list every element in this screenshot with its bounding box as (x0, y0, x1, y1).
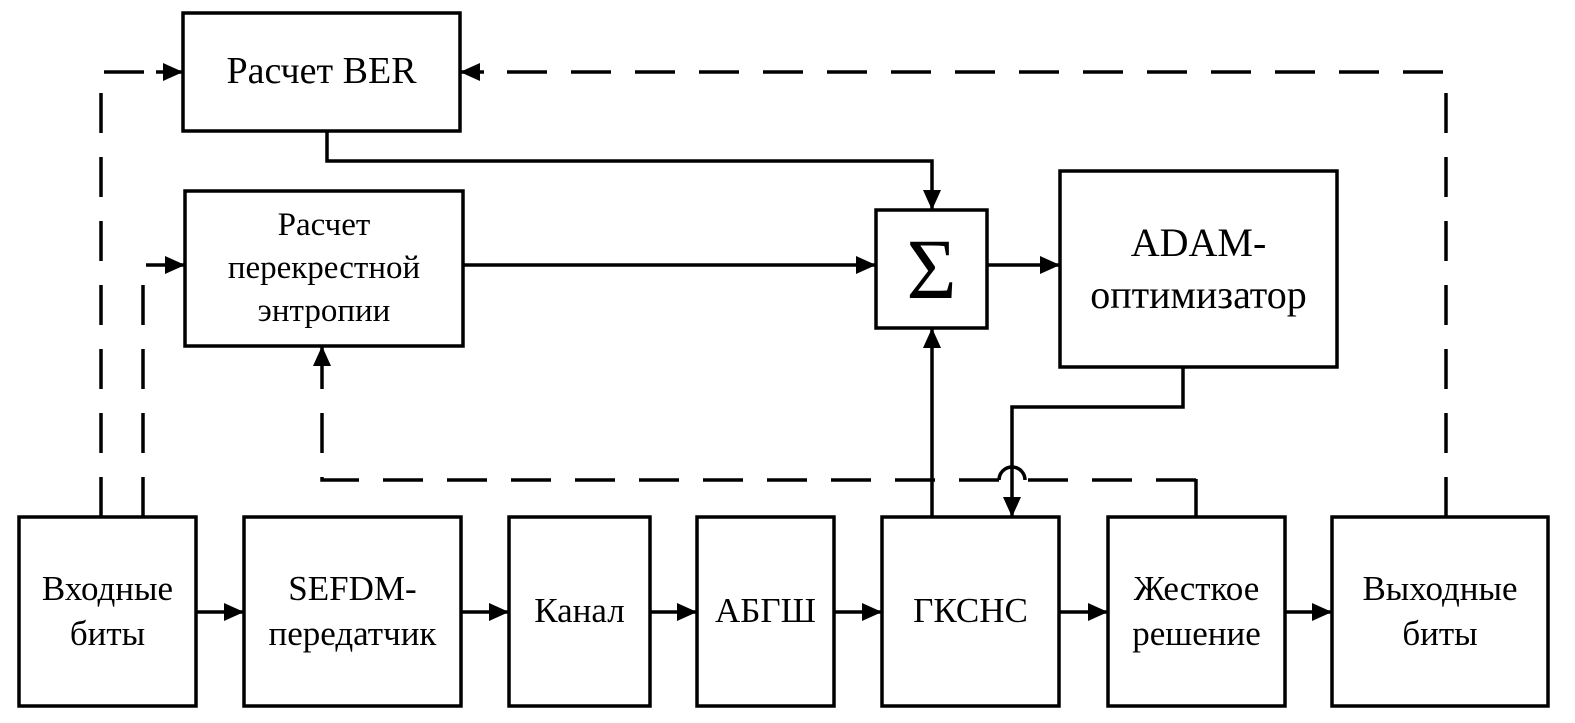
sefdm-tx-box (242, 515, 463, 708)
dashed-input-to-ber (99, 70, 156, 517)
hard-decision-box (1106, 515, 1287, 708)
cross-entropy-box (183, 189, 465, 348)
adam-box (1058, 169, 1339, 369)
awgn-box (695, 515, 836, 708)
gksns-box (880, 515, 1061, 708)
channel-box (507, 515, 652, 708)
arrow-ber-to-sum (325, 131, 941, 210)
dashed-output-to-ber (488, 70, 1448, 517)
output-bits-box (1330, 515, 1550, 708)
dashed-hard-to-entropy-left (320, 374, 999, 482)
sum-box (874, 208, 989, 330)
input-bits-box (17, 515, 198, 708)
arrow-adam-to-gksns (1003, 367, 1185, 517)
line-hop-arc (997, 465, 1027, 481)
ber-box (181, 11, 462, 133)
